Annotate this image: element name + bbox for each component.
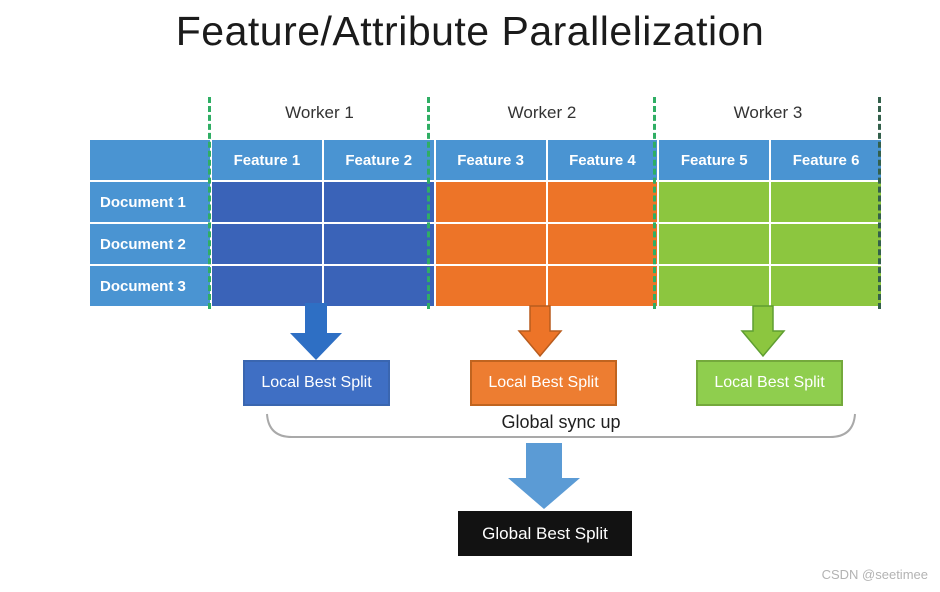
table-cell	[659, 266, 770, 306]
feature-header: Feature 1	[212, 140, 322, 180]
global-best-split-box: Global Best Split	[458, 511, 632, 556]
table-corner-cell	[90, 140, 210, 180]
worker2-down-arrow-icon	[517, 305, 563, 358]
worker-boundary-dashed-line	[653, 97, 656, 309]
global-sync-bracket	[266, 413, 856, 438]
local-best-split-box-worker3: Local Best Split	[696, 360, 843, 406]
global-sync-label: Global sync up	[501, 412, 621, 432]
worker-1-label: Worker 1	[285, 103, 354, 122]
worker-3-label: Worker 3	[733, 103, 803, 122]
table-cell	[212, 266, 322, 306]
table-cell	[771, 182, 881, 222]
feature-header: Feature 5	[659, 140, 770, 180]
feature-header: Feature 2	[323, 140, 434, 180]
global-sync-down-arrow-icon	[508, 443, 580, 509]
table-cell	[323, 182, 434, 222]
local-best-split-box-worker1: Local Best Split	[243, 360, 390, 406]
worker3-down-arrow-icon	[740, 305, 786, 358]
worker1-down-arrow-icon	[290, 303, 342, 360]
table-cell	[771, 266, 881, 306]
table-cell	[771, 224, 881, 264]
table-cell	[323, 224, 434, 264]
worker-boundary-dashed-line	[208, 97, 211, 309]
document-row-label: Document 2	[90, 224, 210, 264]
table-cell	[547, 266, 658, 306]
table-cell	[547, 224, 658, 264]
table-cell	[659, 182, 770, 222]
worker-2-label: Worker 2	[507, 103, 577, 122]
table-cell	[547, 182, 658, 222]
feature-header: Feature 4	[547, 140, 658, 180]
document-row-label: Document 3	[90, 266, 210, 306]
feature-document-table: Feature 1 Feature 2 Feature 3 Feature 4 …	[90, 140, 881, 306]
worker-boundary-dashed-line	[427, 97, 430, 309]
table-cell	[659, 224, 770, 264]
worker-boundary-dashed-line	[878, 97, 881, 309]
feature-header: Feature 6	[771, 140, 881, 180]
document-row-label: Document 1	[90, 182, 210, 222]
table-cell	[323, 266, 434, 306]
feature-header: Feature 3	[435, 140, 546, 180]
table-cell	[212, 182, 322, 222]
table-cell	[435, 266, 546, 306]
table-cell	[435, 224, 546, 264]
page-title: Feature/Attribute Parallelization	[175, 8, 765, 54]
watermark-text: CSDN @seetimee	[821, 567, 928, 582]
local-best-split-box-worker2: Local Best Split	[470, 360, 617, 406]
table-cell	[435, 182, 546, 222]
table-cell	[212, 224, 322, 264]
